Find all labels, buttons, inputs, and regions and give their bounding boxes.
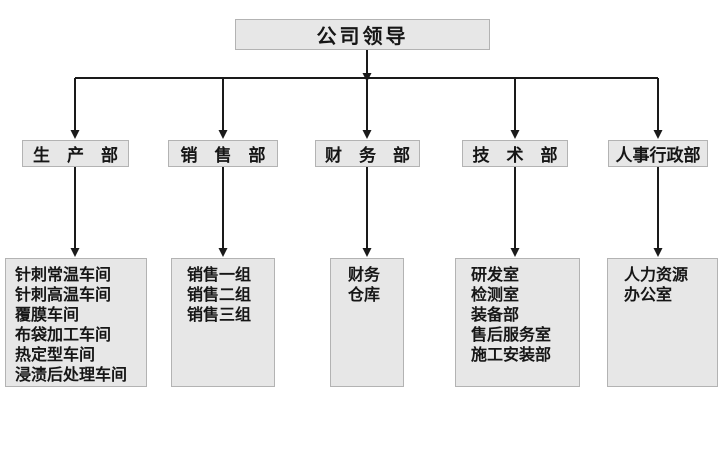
unit-item: 人力资源 bbox=[624, 265, 689, 284]
unit-item: 销售三组 bbox=[187, 305, 252, 324]
arrowheads bbox=[70, 73, 663, 257]
unit-item: 针刺高温车间 bbox=[15, 285, 112, 304]
unit-item: 布袋加工车间 bbox=[15, 325, 112, 344]
unit-item: 销售一组 bbox=[187, 265, 252, 284]
unit-item: 销售二组 bbox=[187, 285, 252, 304]
unit-item: 针刺常温车间 bbox=[15, 265, 112, 284]
node-label: 人事行政部 bbox=[615, 146, 701, 166]
node-dept-finance: 财 务 部 bbox=[315, 140, 420, 167]
unit-item: 售后服务室 bbox=[471, 325, 552, 344]
unit-item: 覆膜车间 bbox=[15, 305, 80, 324]
node-units-finance: 财务 仓库 bbox=[330, 258, 404, 387]
node-label: 生 产 部 bbox=[33, 146, 118, 166]
unit-item: 财务 bbox=[348, 265, 381, 284]
node-label: 公司领导 bbox=[316, 24, 409, 48]
unit-item: 施工安装部 bbox=[471, 345, 552, 364]
node-label: 销 售 部 bbox=[180, 146, 266, 166]
node-dept-production: 生 产 部 bbox=[22, 140, 129, 167]
unit-item: 仓库 bbox=[348, 285, 381, 304]
unit-item: 办公室 bbox=[624, 285, 673, 304]
node-units-sales: 销售一组 销售二组 销售三组 bbox=[171, 258, 275, 387]
node-dept-hr-admin: 人事行政部 bbox=[608, 140, 708, 167]
unit-item: 装备部 bbox=[471, 305, 520, 324]
node-dept-technology: 技 术 部 bbox=[462, 140, 568, 167]
unit-item: 热定型车间 bbox=[15, 345, 96, 364]
node-dept-sales: 销 售 部 bbox=[168, 140, 278, 167]
node-units-production: 针刺常温车间 针刺高温车间 覆膜车间 布袋加工车间 热定型车间 浸渍后处理车间 bbox=[5, 258, 147, 387]
unit-item: 检测室 bbox=[471, 285, 520, 304]
node-label: 技 术 部 bbox=[472, 146, 558, 166]
node-units-hr-admin: 人力资源 办公室 bbox=[607, 258, 718, 387]
node-units-technology: 研发室 检测室 装备部 售后服务室 施工安装部 bbox=[455, 258, 580, 387]
unit-item: 研发室 bbox=[471, 265, 520, 284]
node-label: 财 务 部 bbox=[325, 146, 410, 166]
node-company-leadership: 公司领导 bbox=[235, 19, 490, 50]
unit-item: 浸渍后处理车间 bbox=[15, 365, 128, 384]
